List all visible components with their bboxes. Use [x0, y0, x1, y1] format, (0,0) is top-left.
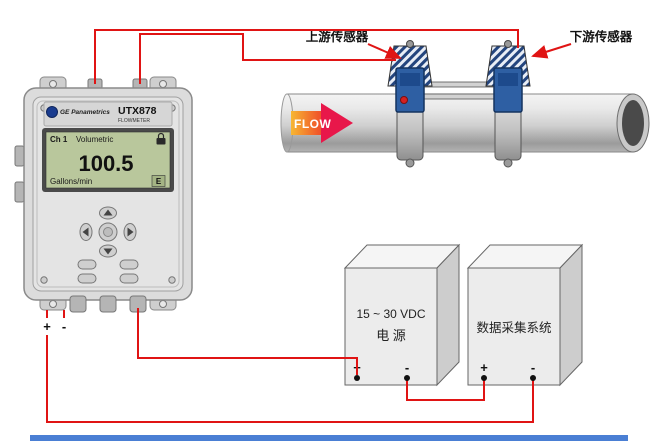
lcd-flag-box	[151, 175, 166, 187]
wire-meter-to-power-plus	[137, 308, 358, 375]
lcd-flag: E	[156, 177, 162, 186]
wires	[46, 29, 534, 423]
downstream-callout-arrow	[531, 43, 572, 59]
keypad-soft-button	[77, 259, 97, 270]
power-box-front	[344, 267, 438, 386]
bottom-cable-gland	[69, 295, 87, 313]
flow-label: FLOW	[294, 117, 331, 131]
wire-meter-to-downstream-sensor	[94, 29, 519, 84]
keypad-soft-button	[119, 259, 139, 270]
mount-hole	[159, 80, 167, 88]
lcd-channel: Ch 1	[50, 135, 68, 144]
meter-terminal-minus: -	[62, 319, 66, 334]
daq-box-side	[559, 243, 583, 387]
meter-brand: GE Panametrics	[60, 109, 110, 116]
upstream-sensor-label: 上游传感器	[306, 29, 369, 44]
downstream-clamp-knob	[503, 158, 513, 168]
downstream-sensor	[493, 67, 523, 113]
daq-box: 数据采集系统 + -	[466, 243, 584, 387]
rail-bottom	[420, 93, 498, 100]
upstream-bracket-bolt	[406, 40, 414, 48]
mount-hole	[49, 80, 57, 88]
enter-button-center	[103, 227, 113, 237]
power-plus-terminal-dot	[354, 375, 360, 381]
terminal-dots	[354, 375, 536, 381]
side-connector	[14, 145, 25, 167]
lcd-display: Ch 1 Volumetric 100.5 Gallons/min E	[42, 128, 174, 192]
lcd-mode: Volumetric	[76, 135, 113, 144]
left-arrow-icon	[82, 227, 89, 237]
daq-terminal-plus: +	[480, 360, 488, 375]
callouts: 上游传感器 下游传感器	[306, 29, 633, 59]
lcd-units: Gallons/min	[50, 177, 92, 186]
power-minus-terminal-dot	[404, 375, 410, 381]
lcd-value: 100.5	[78, 151, 133, 176]
upstream-sensor	[395, 67, 425, 113]
daq-plus-terminal-dot	[481, 375, 487, 381]
down-arrow-icon	[103, 248, 113, 255]
daq-box-front	[467, 267, 561, 386]
right-arrow-icon	[127, 227, 134, 237]
mount-hole	[49, 300, 57, 308]
keypad	[77, 206, 139, 284]
power-box-side	[436, 243, 460, 387]
watermark-bar	[30, 435, 628, 441]
mount-hole	[159, 300, 167, 308]
power-supply-voltage: 15 ~ 30 VDC	[356, 307, 425, 321]
meter-model: UTX878	[118, 105, 157, 117]
bottom-cable-gland	[99, 295, 117, 313]
keypad-soft-button	[119, 273, 139, 284]
meter-terminal-plus: +	[43, 319, 51, 334]
upstream-clamp-knob	[405, 158, 415, 168]
brand-plate: GE Panametrics UTX878 FLOWMETER	[43, 101, 173, 127]
power-terminal-minus: -	[405, 360, 409, 375]
faceplate-inner-line	[36, 100, 180, 288]
wire-meter-to-daq-minus	[46, 335, 534, 423]
downstream-sensor-label: 下游传感器	[570, 29, 633, 44]
wire-power-minus-to-daq-plus	[406, 379, 485, 401]
faceplate-screw	[168, 276, 176, 284]
side-connector	[14, 181, 25, 203]
flow-meter: GE Panametrics UTX878 FLOWMETER Ch 1 Vol…	[14, 76, 193, 334]
daq-name: 数据采集系统	[476, 320, 551, 335]
pipe-opening	[622, 100, 644, 146]
meter-model-sub: FLOWMETER	[118, 118, 150, 124]
ge-logo-icon	[46, 106, 58, 118]
faceplate-screw	[40, 276, 48, 284]
downstream-bracket-bolt	[504, 40, 512, 48]
upstream-sensor-indicator	[400, 96, 408, 104]
daq-minus-terminal-dot	[530, 375, 536, 381]
lock-icon	[156, 132, 166, 145]
daq-terminal-minus: -	[531, 360, 535, 375]
flow-arrow: FLOW	[291, 103, 353, 143]
upstream-callout-arrow	[367, 43, 402, 59]
power-supply-name: 电 源	[376, 328, 406, 343]
keypad-soft-button	[77, 273, 97, 284]
wire-meter-to-upstream-sensor	[139, 33, 396, 84]
power-supply-box: 15 ~ 30 VDC 电 源 + -	[343, 243, 461, 387]
sensor-assembly	[387, 40, 531, 168]
up-arrow-icon	[103, 209, 113, 216]
